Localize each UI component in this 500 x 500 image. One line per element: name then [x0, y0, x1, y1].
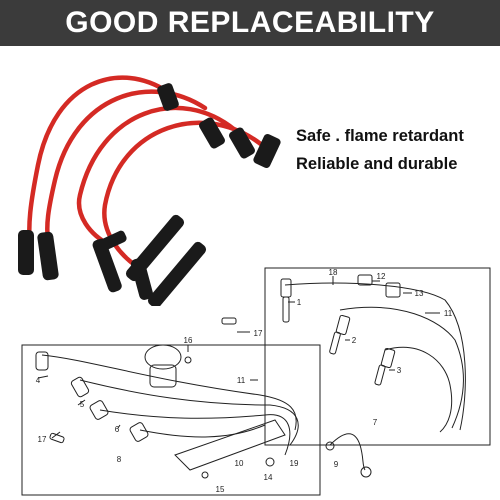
banner-title: GOOD REPLACEABILITY — [65, 6, 435, 39]
red-wire-2 — [45, 89, 208, 243]
frame-lower-left — [21, 344, 321, 496]
callout-16: 16 — [184, 336, 193, 345]
boot-top-3 — [229, 127, 255, 159]
callout-2: 2 — [352, 336, 357, 345]
callout-4: 4 — [36, 376, 41, 385]
callout-7: 7 — [373, 418, 378, 427]
callout-11-a: 11 — [444, 309, 453, 318]
callout-1: 1 — [297, 298, 302, 307]
spark-plug-wires-photo — [18, 75, 281, 306]
callout-19: 19 — [290, 459, 299, 468]
callout-13: 13 — [415, 289, 424, 298]
long-boot-2 — [147, 241, 207, 306]
callout-11-b: 11 — [237, 376, 246, 385]
callout-12: 12 — [377, 272, 386, 281]
boot-bottom-1 — [18, 230, 34, 275]
callout-17-b: 17 — [38, 435, 47, 444]
feature-reliable-durable: Reliable and durable — [296, 155, 458, 173]
frame-upper-right — [264, 267, 491, 446]
red-wire-1 — [27, 75, 171, 248]
title-banner: GOOD REPLACEABILITY — [0, 0, 500, 46]
parts-diagram: 1 2 3 4 5 6 7 8 9 10 11 11 12 13 14 15 1… — [21, 267, 491, 496]
boot-bottom-2 — [37, 231, 59, 281]
callout-10: 10 — [235, 459, 244, 468]
callout-15: 15 — [216, 485, 225, 494]
feature-safe-flame-retardant: Safe . flame retardant — [296, 127, 464, 145]
callout-9: 9 — [334, 460, 339, 469]
callout-5: 5 — [80, 400, 85, 409]
callout-8: 8 — [117, 455, 122, 464]
boot-top-2 — [199, 117, 225, 149]
bent-boot — [93, 230, 127, 254]
boot-top-1 — [157, 83, 179, 111]
callout-14: 14 — [264, 473, 273, 482]
callout-6: 6 — [115, 425, 120, 434]
boot-top-4 — [253, 134, 281, 168]
callout-18: 18 — [329, 268, 338, 277]
long-boot-1 — [125, 214, 185, 282]
callout-17-a: 17 — [254, 329, 263, 338]
callout-3: 3 — [397, 366, 402, 375]
red-wire-3 — [76, 105, 238, 248]
